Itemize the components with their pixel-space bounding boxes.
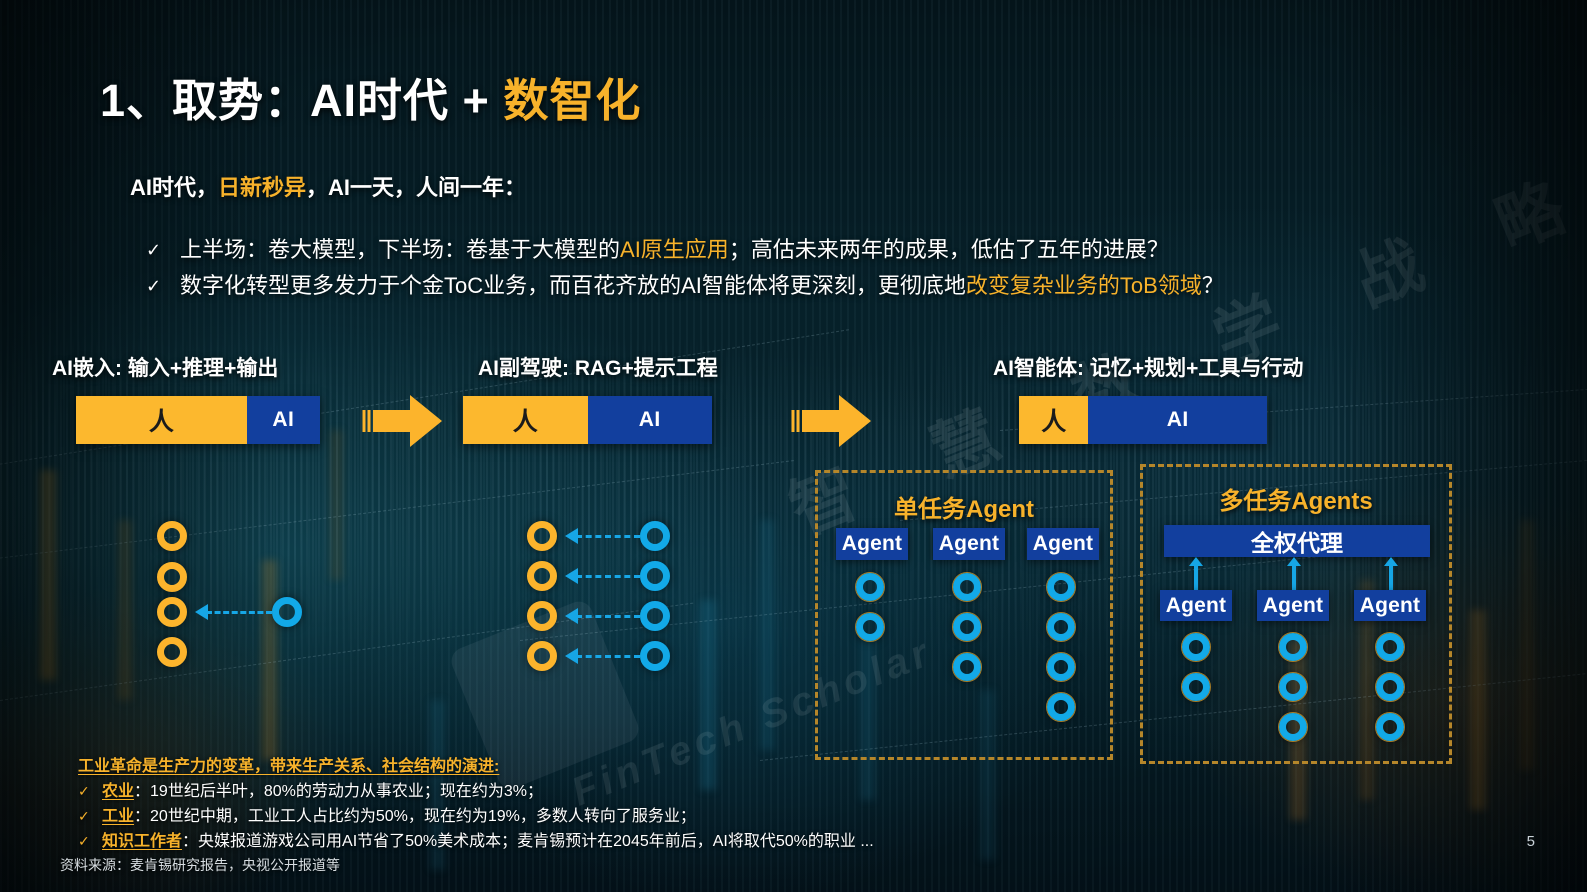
bullet-text: 数字化转型更多发力于个金ToC业务，而百花齐放的AI智能体将更深刻，更彻底地改变… — [180, 268, 1224, 304]
panel-multi-task-agents: 多任务Agents 全权代理 Agent Agent Agent — [1140, 464, 1452, 764]
footer-row-label: 农业 — [102, 783, 135, 800]
agent-task-ring — [855, 572, 885, 602]
agent-task-ring — [952, 652, 982, 682]
agent-task-ring — [1181, 632, 1211, 662]
agent-box[interactable]: Agent — [933, 528, 1005, 560]
stage-heading-copilot: AI副驾驶: RAG+提示工程 — [478, 357, 718, 380]
footer-note: 工业革命是生产力的变革，带来生产关系、社会结构的演进: ✓ 农业：19世纪后半叶… — [78, 752, 874, 854]
page-title-highlight: 数智化 — [503, 75, 642, 126]
agent-task-ring — [855, 612, 885, 642]
panel-single-task-agent: 单任务Agent Agent Agent Agent — [815, 470, 1113, 760]
bidirectional-arrow-icon — [1287, 557, 1301, 599]
footer-heading: 工业革命是生产力的变革，带来生产关系、社会结构的演进: — [78, 758, 500, 775]
footer-row-text: ：20世纪中期，工业工人占比约为50%，现在约为19%，多数人转向了服务业； — [134, 808, 696, 825]
footer-row-text: ：19世纪后半叶，80%的劳动力从事农业；现在约为3%； — [134, 783, 543, 800]
bullet-text-pre: 上半场：卷大模型，下半场：卷基于大模型的 — [180, 237, 621, 262]
footer-row: ✓ 知识工作者：央媒报道游戏公司用AI节省了50%美术成本；麦肯锡预计在2045… — [78, 829, 874, 854]
bar-segment-human: 人 — [1019, 396, 1089, 444]
bullet-text-post: ？ — [1201, 273, 1224, 298]
agent-task-ring — [952, 572, 982, 602]
page-number: 5 — [1526, 833, 1535, 850]
footer-row-text: ：央媒报道游戏公司用AI节省了50%美术成本；麦肯锡预计在2045年前后，AI将… — [182, 833, 874, 850]
bullet-text-highlight: 改变复杂业务的ToB领域 — [965, 273, 1202, 298]
agent-box[interactable]: Agent — [1257, 590, 1329, 621]
footer-row-label: 工业 — [102, 808, 135, 825]
agent-box[interactable]: Agent — [1354, 590, 1426, 621]
node-ai-ring — [640, 561, 670, 591]
source-note: 资料来源：麦肯锡研究报告，央视公开报道等 — [60, 857, 340, 873]
agent-box[interactable]: Agent — [1027, 528, 1099, 560]
check-icon: ✓ — [78, 833, 90, 849]
bar-segment-ai: AI — [1088, 396, 1267, 444]
agent-task-ring — [1046, 612, 1076, 642]
bidirectional-arrow-icon — [1384, 557, 1398, 599]
agent-box[interactable]: Agent — [1160, 590, 1232, 621]
node-human-ring — [157, 597, 187, 627]
bullet-item: ✓ 上半场：卷大模型，下半场：卷基于大模型的AI原生应用；高估未来两年的成果，低… — [146, 232, 1224, 268]
stage-bar-copilot: 人 AI — [463, 396, 712, 444]
node-human-ring — [157, 521, 187, 551]
node-human-ring — [527, 561, 557, 591]
subtitle-part-b: ，AI一天，人间一年： — [306, 175, 527, 200]
node-human-ring — [157, 562, 187, 592]
bar-segment-human: 人 — [76, 396, 247, 444]
bar-segment-ai: AI — [587, 396, 712, 444]
proxy-agent-box[interactable]: 全权代理 — [1164, 525, 1430, 557]
footer-row-content: 知识工作者：央媒报道游戏公司用AI节省了50%美术成本；麦肯锡预计在2045年前… — [102, 829, 874, 854]
agent-task-ring — [1375, 712, 1405, 742]
agent-task-ring — [1278, 632, 1308, 662]
bullet-text: 上半场：卷大模型，下半场：卷基于大模型的AI原生应用；高估未来两年的成果，低估了… — [180, 232, 1169, 268]
node-human-ring — [527, 641, 557, 671]
node-ai-ring — [640, 641, 670, 671]
agent-task-ring — [1278, 712, 1308, 742]
subtitle-highlight: 日新秒异 — [218, 175, 307, 200]
bullet-text-post: ；高估未来两年的成果，低估了五年的进展？ — [728, 237, 1169, 262]
check-icon: ✓ — [78, 808, 90, 824]
stage-bar-agent: 人 AI — [1019, 396, 1267, 444]
agent-task-ring — [1046, 692, 1076, 722]
bar-segment-ai: AI — [246, 396, 320, 444]
bullet-item: ✓ 数字化转型更多发力于个金ToC业务，而百花齐放的AI智能体将更深刻，更彻底地… — [146, 268, 1224, 304]
stage-heading-embed: AI嵌入: 输入+推理+输出 — [52, 357, 279, 380]
footer-row-content: 农业：19世纪后半叶，80%的劳动力从事农业；现在约为3%； — [102, 779, 543, 804]
footer-row-label: 知识工作者 — [102, 833, 183, 850]
bullet-list: ✓ 上半场：卷大模型，下半场：卷基于大模型的AI原生应用；高估未来两年的成果，低… — [146, 232, 1224, 304]
bullet-text-highlight: AI原生应用 — [620, 237, 729, 262]
node-ai-ring — [272, 597, 302, 627]
bidirectional-arrow-icon — [1189, 557, 1203, 599]
agent-task-ring — [1278, 672, 1308, 702]
panel-title: 单任务Agent — [894, 496, 1034, 523]
agent-task-ring — [1375, 672, 1405, 702]
flow-arrow-icon — [789, 390, 875, 457]
agent-task-ring — [1046, 572, 1076, 602]
agent-task-ring — [1046, 652, 1076, 682]
bar-segment-human: 人 — [463, 396, 588, 444]
agent-task-ring — [1375, 632, 1405, 662]
node-human-ring — [157, 637, 187, 667]
footer-row: ✓ 工业：20世纪中期，工业工人占比约为50%，现在约为19%，多数人转向了服务… — [78, 804, 874, 829]
check-icon: ✓ — [78, 783, 90, 799]
footer-row: ✓ 农业：19世纪后半叶，80%的劳动力从事农业；现在约为3%； — [78, 779, 874, 804]
node-human-ring — [527, 521, 557, 551]
agent-task-ring — [1181, 672, 1211, 702]
stage-heading-agent: AI智能体: 记忆+规划+工具与行动 — [993, 357, 1304, 380]
footer-row-content: 工业：20世纪中期，工业工人占比约为50%，现在约为19%，多数人转向了服务业； — [102, 804, 696, 829]
bullet-text-pre: 数字化转型更多发力于个金ToC业务，而百花齐放的AI智能体将更深刻，更彻底地 — [180, 273, 966, 298]
panel-title: 多任务Agents — [1219, 488, 1373, 515]
node-ai-ring — [640, 601, 670, 631]
agent-box[interactable]: Agent — [836, 528, 908, 560]
node-human-ring — [527, 601, 557, 631]
page-title: 1、取势：AI时代 + 数智化 — [100, 64, 641, 129]
node-ai-ring — [640, 521, 670, 551]
agent-task-ring — [952, 612, 982, 642]
flow-arrow-icon — [360, 390, 446, 457]
subtitle-part-a: AI时代， — [130, 175, 219, 200]
stage-bar-embed: 人 AI — [76, 396, 320, 444]
check-icon: ✓ — [146, 240, 162, 260]
subtitle: AI时代，日新秒异，AI一天，人间一年： — [130, 170, 526, 202]
page-title-prefix: 1、取势：AI时代 + — [100, 75, 504, 126]
check-icon: ✓ — [146, 276, 162, 296]
